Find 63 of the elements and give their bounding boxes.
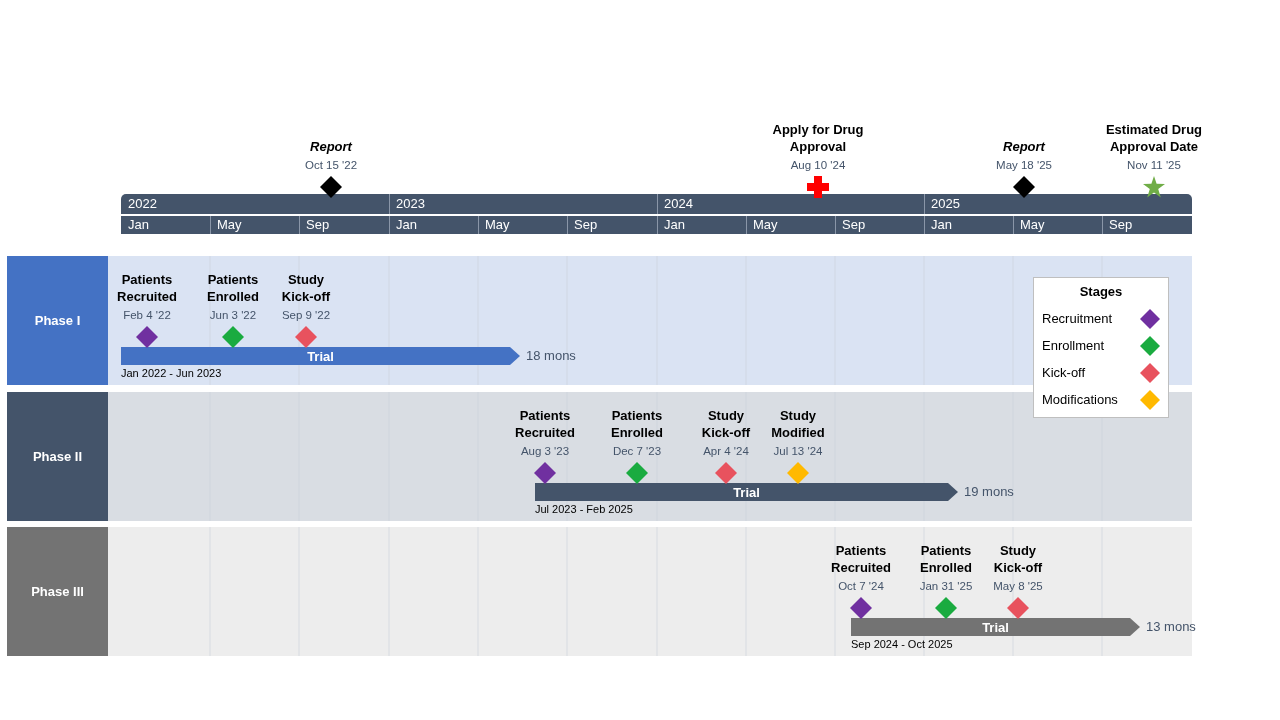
- legend-text: Modifications: [1042, 392, 1118, 407]
- year-label: 2023: [396, 195, 425, 213]
- duration-text: 13 mons: [1146, 619, 1196, 634]
- duration-bar: Trial: [535, 483, 958, 501]
- legend-text: Enrollment: [1042, 338, 1105, 353]
- milestone-title: Study Kick-off: [700, 407, 752, 441]
- duration-bar: Trial: [121, 347, 520, 365]
- month-label: Jan: [128, 216, 149, 234]
- milestone-date: May 8 '25: [993, 580, 1043, 592]
- year-label: 2024: [664, 195, 693, 213]
- milestone-date: Dec 7 '23: [612, 445, 662, 457]
- milestone-date: Apr 4 '24: [703, 445, 749, 457]
- milestone-date: Jan 31 '25: [919, 580, 973, 592]
- phase-band: [7, 256, 1192, 385]
- year-label: 2025: [931, 195, 960, 213]
- date-range: Sep 2024 - Oct 2025: [851, 638, 953, 650]
- milestone-date: Jun 3 '22: [209, 309, 257, 321]
- month-label: Sep: [842, 216, 866, 234]
- milestone-title: Patients Enrolled: [919, 542, 973, 576]
- legend-text: Kick-off: [1042, 365, 1086, 380]
- milestone-title: Report: [310, 138, 352, 155]
- milestone-date: Aug 10 '24: [790, 159, 846, 171]
- milestone-date: Oct 7 '24: [838, 580, 884, 592]
- milestone-title: Patients Recruited: [830, 542, 892, 576]
- milestone-title: Patients Enrolled: [206, 271, 260, 305]
- month-label: May: [485, 216, 510, 234]
- year-label: 2022: [128, 195, 157, 213]
- month-label: Jan: [396, 216, 417, 234]
- milestone-date: Feb 4 '22: [123, 309, 171, 321]
- duration-text: 18 mons: [526, 348, 576, 363]
- month-label: Sep: [306, 216, 330, 234]
- date-range: Jul 2023 - Feb 2025: [535, 503, 633, 515]
- phase-label: Phase I: [7, 256, 108, 385]
- milestone-date: Oct 15 '22: [304, 159, 358, 171]
- month-label: Jan: [664, 216, 685, 234]
- milestone-title: Patients Recruited: [116, 271, 178, 305]
- month-label: May: [753, 216, 778, 234]
- milestone-title: Apply for Drug Approval: [771, 121, 865, 155]
- phase-band: [7, 392, 1192, 521]
- legend-title: Stages: [1078, 284, 1124, 299]
- milestone-title: Study Modified: [770, 407, 826, 441]
- month-label: Jan: [931, 216, 952, 234]
- milestone-date: May 18 '25: [996, 159, 1052, 171]
- duration-text: 19 mons: [964, 484, 1014, 499]
- phase-label: Phase II: [7, 392, 108, 521]
- milestone-title: Estimated Drug Approval Date: [1104, 121, 1204, 155]
- milestone-title: Report: [1003, 138, 1045, 155]
- month-label: May: [1020, 216, 1045, 234]
- duration-bar: Trial: [851, 618, 1140, 636]
- milestone-date: Sep 9 '22: [281, 309, 331, 321]
- milestone-title: Study Kick-off: [280, 271, 332, 305]
- milestone-date: Aug 3 '23: [520, 445, 570, 457]
- month-label: Sep: [1109, 216, 1133, 234]
- milestone-title: Patients Recruited: [514, 407, 576, 441]
- phase-label: Phase III: [7, 527, 108, 656]
- month-label: Sep: [574, 216, 598, 234]
- date-range: Jan 2022 - Jun 2023: [121, 367, 222, 379]
- milestone-date: Jul 13 '24: [773, 445, 823, 457]
- milestone-date: Nov 11 '25: [1127, 159, 1181, 171]
- milestone-title: Study Kick-off: [992, 542, 1044, 576]
- month-label: May: [217, 216, 242, 234]
- legend-text: Recruitment: [1042, 311, 1113, 326]
- milestone-title: Patients Enrolled: [610, 407, 664, 441]
